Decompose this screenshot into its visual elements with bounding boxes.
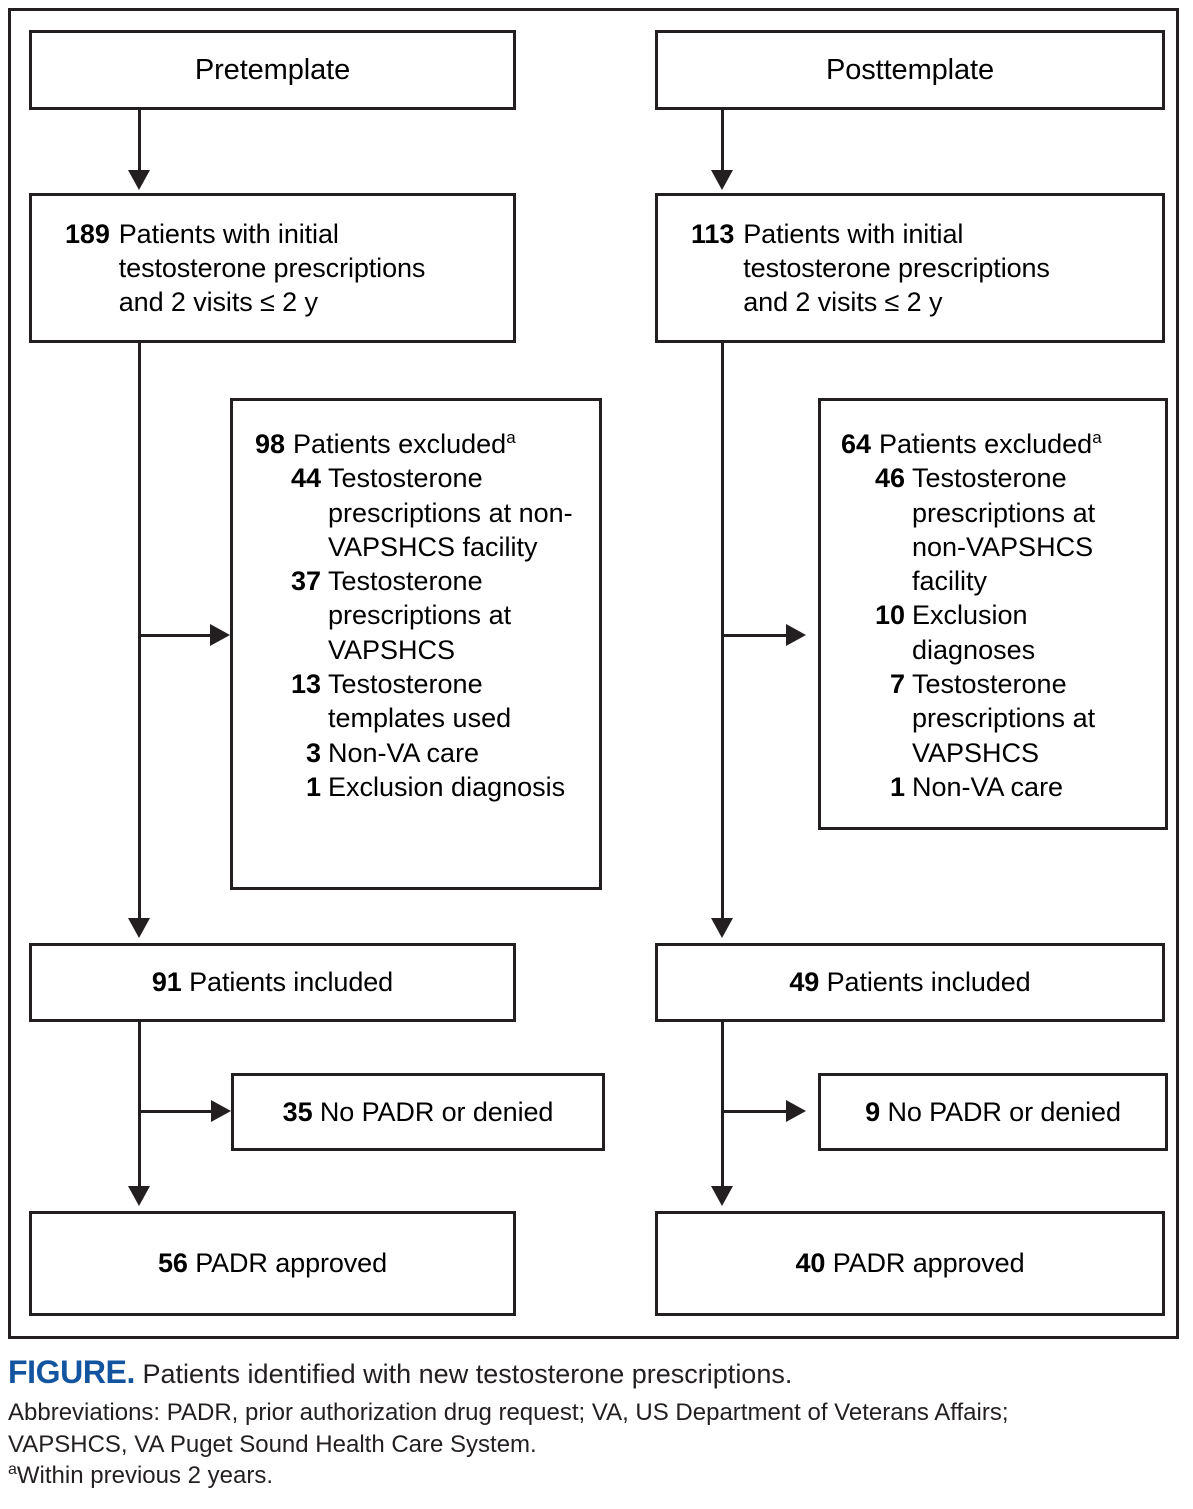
list-item: 1 Non-VA care: [841, 770, 1155, 804]
arrowhead-pre-included-to-approved: [128, 1186, 150, 1206]
connector-pre-to-excluded: [138, 634, 213, 637]
connector-pre-included-to-approved: [138, 1022, 141, 1191]
posttemplate-initial-label: Patients with initial testosterone presc…: [743, 218, 1050, 317]
caption-title-line: FIGURE. Patients identified with new tes…: [8, 1352, 1188, 1394]
arrowhead-pre-to-no-padr: [211, 1100, 231, 1122]
connector-post-initial-to-included: [721, 343, 724, 923]
arrowhead-post-included-to-approved: [711, 1186, 733, 1206]
posttemplate-included-box: 49 Patients included: [655, 943, 1165, 1022]
excluded-item-count: 44: [290, 463, 321, 494]
arrowhead-post-to-no-padr: [786, 1100, 806, 1122]
pretemplate-excluded-header: 98 Patients excludeda: [255, 427, 585, 461]
pretemplate-initial-label: Patients with initial testosterone presc…: [118, 218, 426, 317]
pretemplate-excluded-box: 98 Patients excludeda 44 Testosterone pr…: [230, 398, 602, 890]
pretemplate-initial-box: 189 Patients with initial testosterone p…: [29, 193, 516, 343]
connector-post-to-excluded: [721, 634, 788, 637]
list-item: 13 Testosterone templates used: [255, 667, 585, 736]
posttemplate-initial-box: 113 Patients with initial testosterone p…: [655, 193, 1165, 343]
caption-title: Patients identified with new testosteron…: [142, 1359, 793, 1389]
excluded-item-count: 1: [305, 771, 321, 802]
pretemplate-no-padr-text: 35 No PADR or denied: [282, 1096, 554, 1127]
excluded-item-count: 46: [874, 463, 905, 494]
posttemplate-approved-box: 40 PADR approved: [655, 1211, 1165, 1316]
list-item: 37 Testosterone prescriptions at VAPSHCS: [255, 564, 585, 667]
posttemplate-no-padr-text: 9 No PADR or denied: [865, 1096, 1121, 1127]
list-item: 7 Testosterone prescriptions at VAPSHCS: [841, 667, 1155, 770]
excluded-item-label: Non-VA care: [328, 737, 480, 768]
pretemplate-excluded-count: 98: [255, 429, 286, 459]
excluded-item-label: Testosterone templates used: [328, 668, 512, 734]
posttemplate-title: Posttemplate: [825, 53, 995, 86]
footnote-marker-a: a: [1092, 428, 1102, 447]
pretemplate-included-box: 91 Patients included: [29, 943, 516, 1022]
list-item: 46 Testosterone prescriptions at non-VAP…: [841, 461, 1155, 598]
excluded-item-label: Exclusion diagnoses: [912, 600, 1036, 665]
connector-post-included-to-approved: [721, 1022, 724, 1191]
excluded-item-count: 13: [290, 668, 321, 699]
posttemplate-title-box: Posttemplate: [655, 30, 1165, 110]
posttemplate-excluded-header: 64 Patients excludeda: [841, 427, 1155, 461]
arrowhead-pre-initial-to-included: [128, 918, 150, 938]
pretemplate-title: Pretemplate: [194, 53, 351, 86]
excluded-item-label: Testosterone prescriptions at VAPSHCS: [912, 668, 1096, 768]
excluded-item-count: 7: [889, 668, 905, 699]
list-item: 44 Testosterone prescriptions at non-VAP…: [255, 461, 585, 564]
connector-pre-title-to-initial: [138, 110, 141, 174]
excluded-item-label: Testosterone prescriptions at non-VAPSHC…: [328, 463, 573, 562]
excluded-item-label: Testosterone prescriptions at VAPSHCS: [328, 566, 512, 665]
excluded-item-label: Testosterone prescriptions at non-VAPSHC…: [912, 463, 1096, 597]
pretemplate-initial-count: 189: [65, 218, 110, 249]
figure-caption: FIGURE. Patients identified with new tes…: [8, 1352, 1188, 1492]
arrowhead-pre-title-to-initial: [128, 170, 150, 190]
caption-abbreviations-line-2: VAPSHCS, VA Puget Sound Health Care Syst…: [8, 1430, 537, 1458]
connector-post-title-to-initial: [721, 110, 724, 174]
pretemplate-excluded-label: Patients excludeda: [293, 428, 516, 459]
list-item: 10 Exclusion diagnoses: [841, 598, 1155, 667]
arrowhead-post-initial-to-included: [711, 918, 733, 938]
excluded-item-label: Non-VA care: [912, 771, 1064, 802]
excluded-item-label: Exclusion diagnosis: [328, 771, 566, 802]
posttemplate-excluded-count: 64: [841, 429, 872, 459]
pretemplate-approved-text: 56 PADR approved: [157, 1248, 388, 1279]
list-item: 1 Exclusion diagnosis: [255, 770, 585, 804]
connector-pre-to-no-padr: [138, 1110, 214, 1113]
posttemplate-included-text: 49 Patients included: [789, 967, 1031, 998]
list-item: 3 Non-VA care: [255, 736, 585, 770]
posttemplate-initial-count: 113: [691, 218, 735, 249]
caption-footnote: aWithin previous 2 years.: [8, 1461, 274, 1490]
pretemplate-title-box: Pretemplate: [29, 30, 516, 110]
excluded-item-count: 3: [305, 737, 321, 768]
excluded-item-count: 10: [874, 600, 905, 631]
arrowhead-post-title-to-initial: [711, 170, 733, 190]
arrowhead-pre-to-excluded: [210, 624, 230, 646]
connector-post-to-no-padr: [721, 1110, 788, 1113]
footnote-marker-a: a: [506, 428, 516, 447]
excluded-item-count: 37: [290, 566, 321, 597]
posttemplate-approved-text: 40 PADR approved: [795, 1248, 1025, 1279]
pretemplate-included-text: 91 Patients included: [151, 967, 394, 998]
posttemplate-excluded-label: Patients excludeda: [879, 428, 1102, 459]
arrowhead-post-to-excluded: [786, 624, 806, 646]
posttemplate-excluded-box: 64 Patients excludeda 46 Testosterone pr…: [818, 398, 1168, 830]
pretemplate-no-padr-box: 35 No PADR or denied: [231, 1073, 605, 1151]
footnote-marker-a: a: [8, 1461, 17, 1479]
excluded-item-count: 1: [889, 771, 905, 802]
connector-pre-initial-to-included: [138, 343, 141, 923]
posttemplate-no-padr-box: 9 No PADR or denied: [818, 1073, 1168, 1151]
caption-abbreviations-line-1: Abbreviations: PADR, prior authorization…: [8, 1398, 1009, 1426]
caption-figure-word: FIGURE.: [8, 1354, 135, 1390]
pretemplate-approved-box: 56 PADR approved: [29, 1211, 516, 1316]
